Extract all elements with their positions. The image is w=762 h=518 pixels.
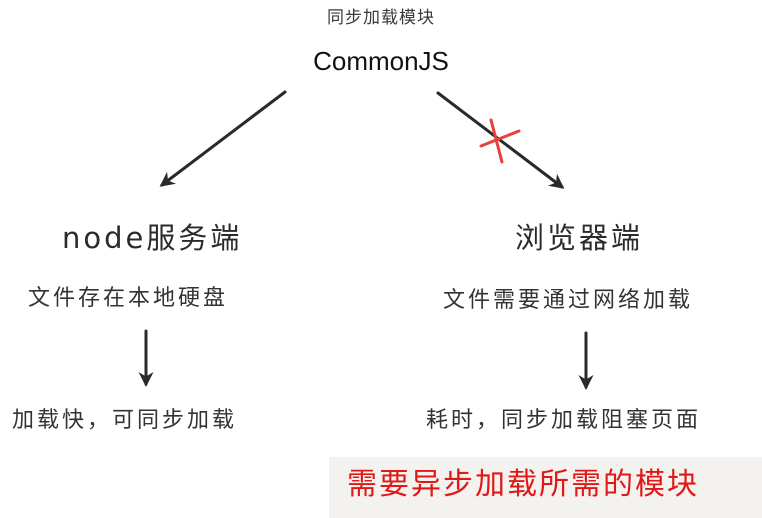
conclusion-text: 需要异步加载所需的模块 bbox=[347, 467, 699, 502]
browser-result: 耗时，同步加载阻塞页面 bbox=[426, 408, 702, 433]
commonjs-title: CommonJS bbox=[313, 46, 449, 76]
conclusion-banner bbox=[329, 457, 762, 518]
arrow-to-node bbox=[159, 90, 287, 187]
x-mark-icon bbox=[479, 118, 521, 164]
node-server-title: node服务端 bbox=[62, 221, 243, 255]
browser-title: 浏览器端 bbox=[515, 221, 644, 255]
diagram-caption: 同步加载模块 bbox=[327, 8, 435, 28]
node-result: 加载快，可同步加载 bbox=[12, 408, 238, 433]
browser-description: 文件需要通过网络加载 bbox=[443, 288, 694, 313]
node-description: 文件存在本地硬盘 bbox=[28, 286, 229, 311]
